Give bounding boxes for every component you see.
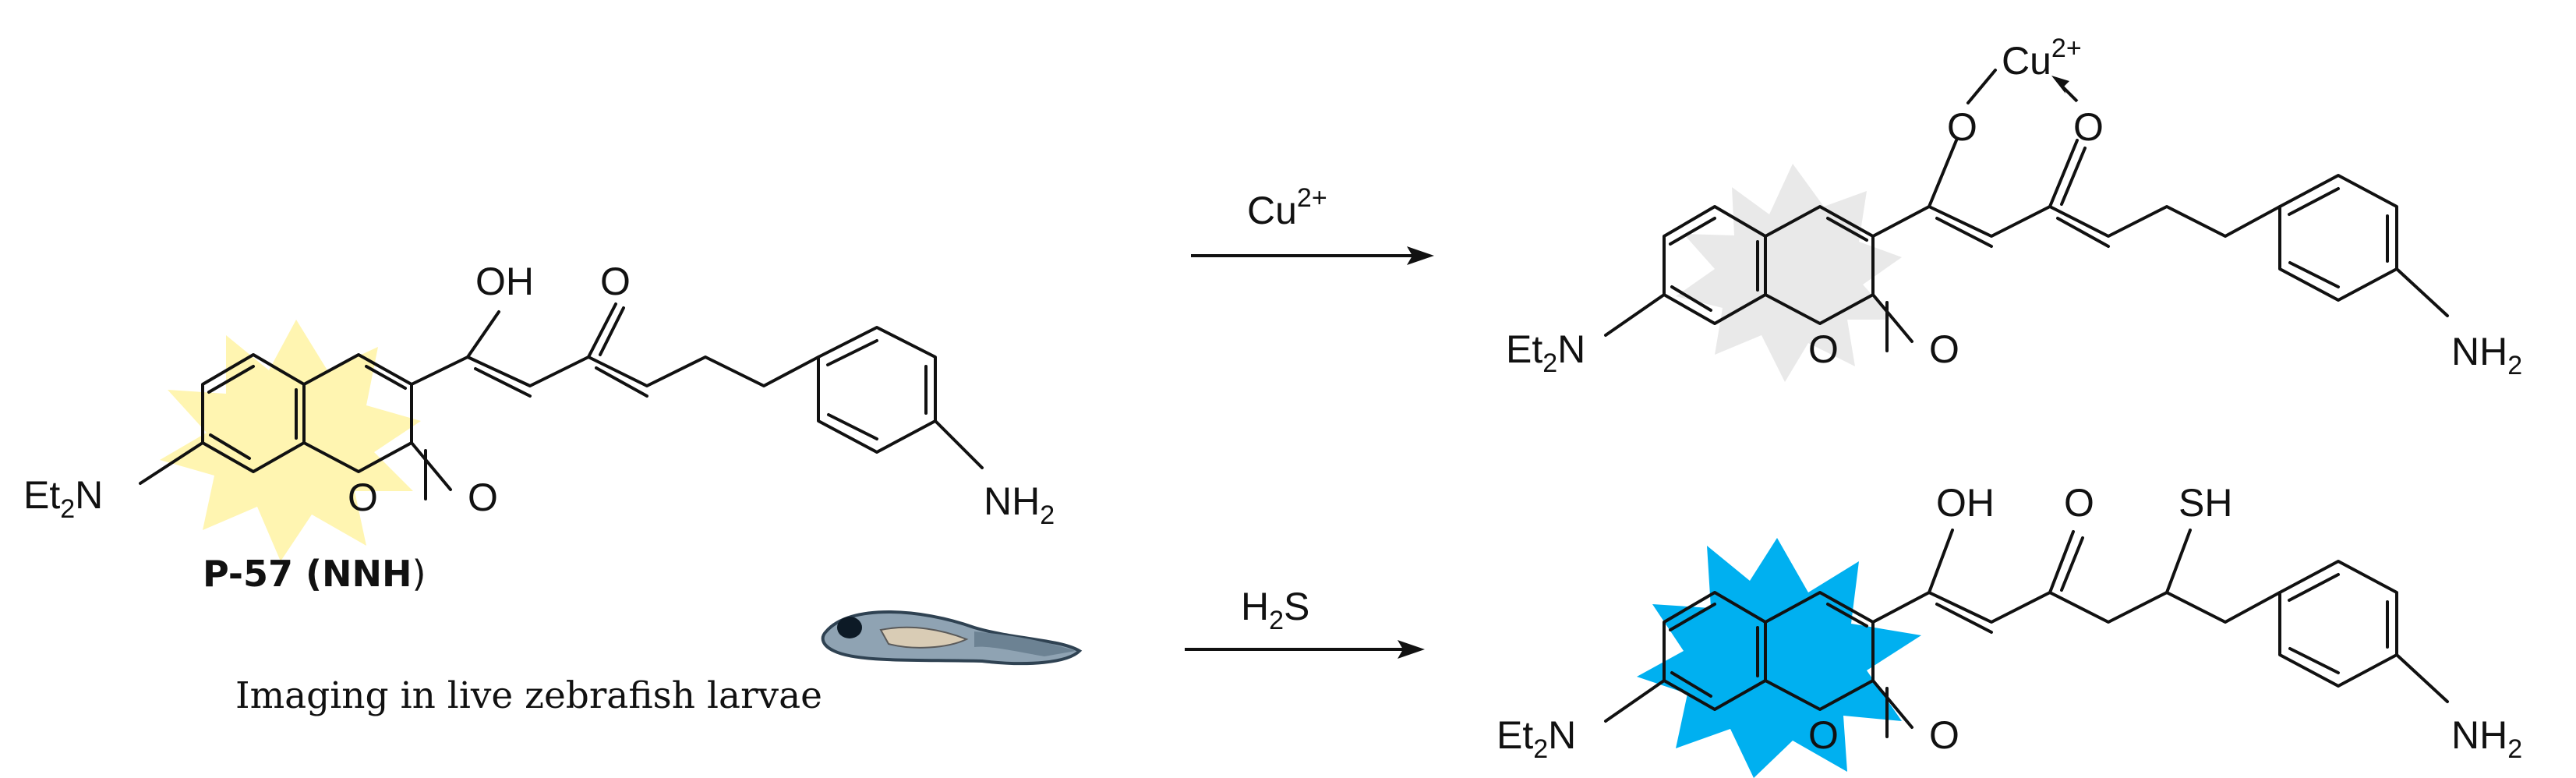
ring-o-label-top: O bbox=[1808, 327, 1839, 371]
sh-label: SH bbox=[2178, 481, 2232, 525]
h2s-adduct-structure: OH O SH O O Et2N NH2 bbox=[1496, 481, 2522, 778]
fluorescence-glow-yellow bbox=[160, 320, 421, 561]
cu-o-left-label: O bbox=[1947, 105, 1977, 149]
lactone-o-label-bottom: O bbox=[1929, 713, 1959, 757]
cu-o-right-label: O bbox=[2073, 105, 2104, 149]
oh-label-bottom: OH bbox=[1936, 481, 1995, 525]
nh2-label-bottom: NH2 bbox=[2451, 713, 2522, 764]
reagent-copper-label: Cu2+ bbox=[1247, 183, 1327, 232]
carbonyl-o-label-bottom: O bbox=[2064, 481, 2094, 525]
ring-o-label: O bbox=[348, 476, 378, 519]
arrow-h2s bbox=[1185, 640, 1425, 659]
probe-p57-structure: OH O O O Et2N NH2 P-57 (NNH) bbox=[23, 260, 1055, 595]
net2-label-top: Et2N bbox=[1506, 327, 1585, 378]
net2-label: Et2N bbox=[23, 473, 103, 524]
fluorescence-glow-blue bbox=[1637, 538, 1921, 778]
nh2-label-top: NH2 bbox=[2451, 330, 2522, 380]
lactone-o-label: O bbox=[468, 476, 498, 519]
reagent-h2s-label: H2S bbox=[1241, 585, 1309, 635]
ring-o-label-bottom: O bbox=[1808, 713, 1839, 757]
arrow-copper bbox=[1191, 246, 1434, 265]
oh-label: OH bbox=[475, 260, 534, 303]
cu-label: Cu2+ bbox=[2002, 34, 2082, 83]
zebrafish-larva-icon bbox=[821, 610, 1083, 666]
compound-name: P-57 (NNH) bbox=[203, 553, 426, 595]
nh2-label: NH2 bbox=[984, 479, 1055, 530]
caption-text: Imaging in live zebrafish larvae bbox=[235, 674, 822, 717]
quenched-glow-gray bbox=[1676, 164, 1902, 382]
carbonyl-o-label: O bbox=[600, 260, 631, 303]
lactone-o-label-top: O bbox=[1929, 327, 1959, 371]
net2-label-bottom: Et2N bbox=[1496, 713, 1576, 764]
copper-complex-structure: O O Cu2+ O O Et2N NH2 bbox=[1506, 34, 2522, 382]
